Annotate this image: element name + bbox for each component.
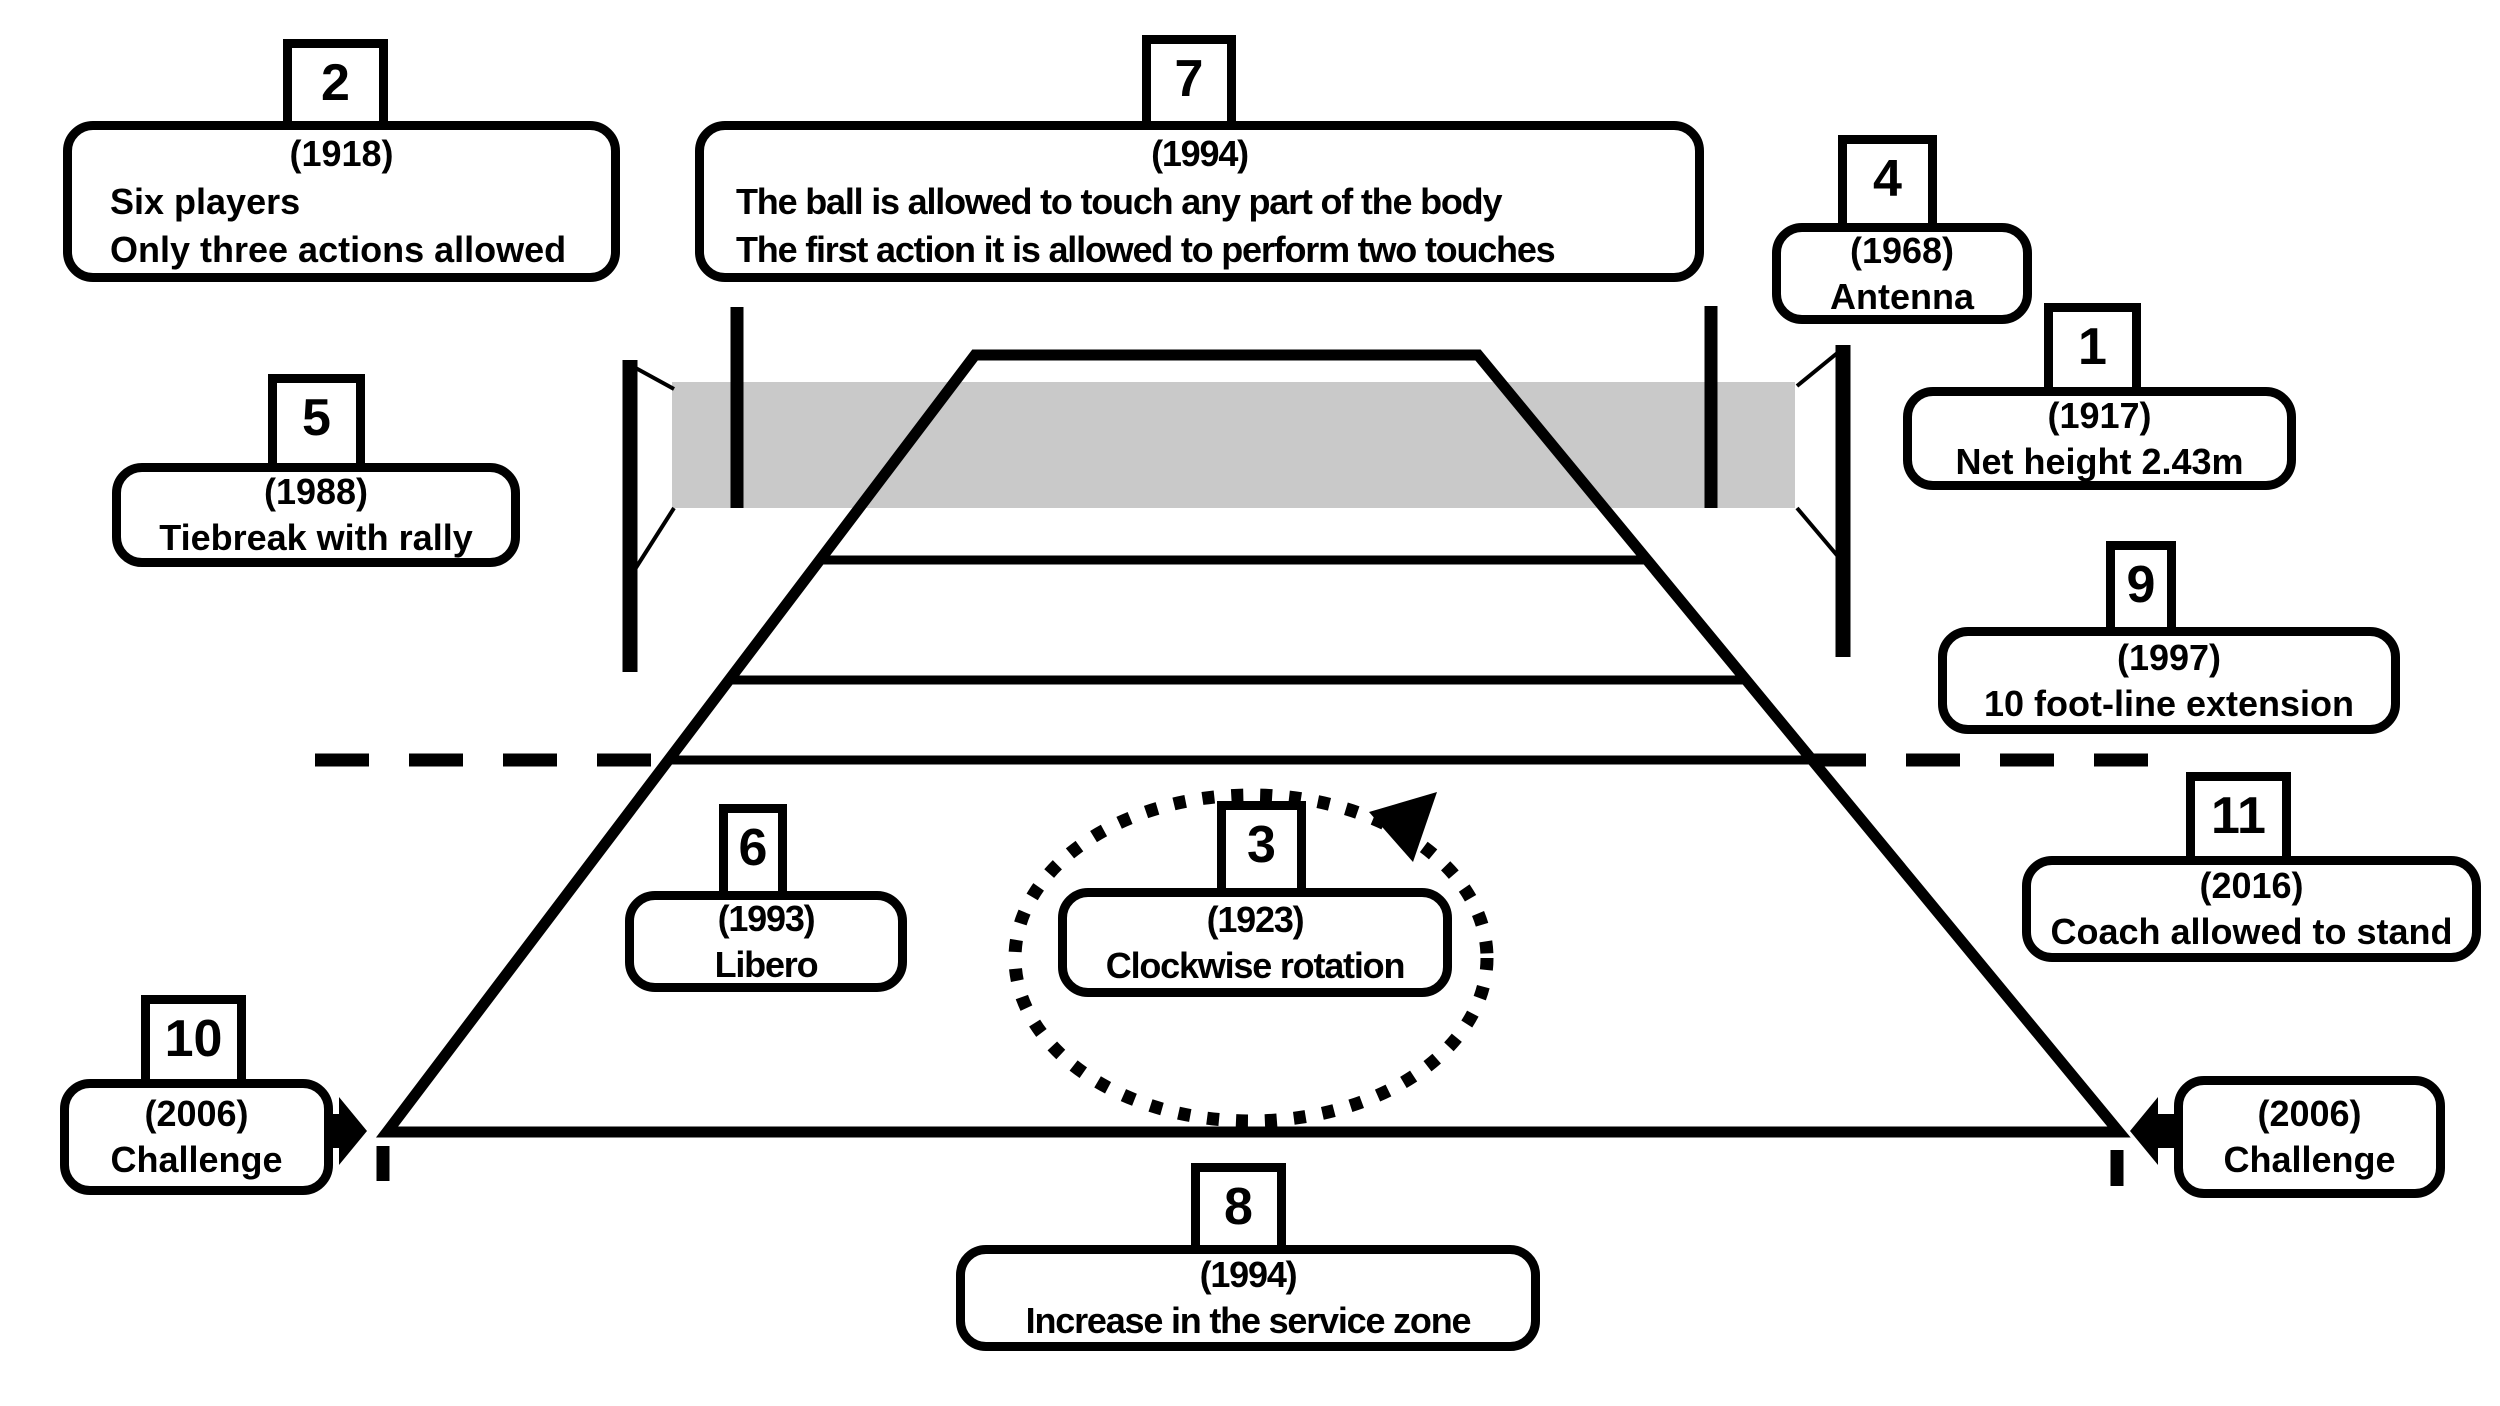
net-corner-line-bottom-left (630, 506, 676, 576)
rule-year: (1988) (263, 471, 369, 512)
rule-box-challenge-right: (2006) Challenge (2174, 1076, 2445, 1198)
rule-text: Increase in the service zone (1025, 1300, 1472, 1341)
rule-box-4: (1968) Antenna (1772, 223, 2032, 324)
rotation-arrowhead-icon (1369, 792, 1437, 862)
rule-tab-10: 10 (141, 995, 246, 1088)
rule-tab-1: 1 (2044, 303, 2141, 396)
rule-year: (2016) (2199, 865, 2304, 906)
rule-text: Challenge (2223, 1139, 2396, 1180)
rule-box-6: (1993) Libero (625, 891, 907, 992)
rule-number: 10 (164, 1010, 223, 1068)
rule-number: 8 (1224, 1178, 1253, 1236)
rule-text: Tiebreak with rally (159, 517, 473, 558)
rule-tab-3: 3 (1217, 801, 1306, 897)
rule-number: 1 (2078, 318, 2107, 376)
rule-tab-9: 9 (2106, 541, 2176, 636)
rule-tab-4: 4 (1838, 135, 1937, 232)
rotation-ellipse (1008, 788, 1494, 1128)
rule-year: (1923) (1206, 898, 1305, 940)
rule-year: (1917) (2047, 394, 2152, 436)
rule-tab-8: 8 (1191, 1163, 1286, 1254)
net-band (672, 382, 1795, 508)
rule-text: Challenge (110, 1139, 283, 1180)
rule-box-5: (1988) Tiebreak with rally (112, 463, 520, 567)
challenge-arrow-right-icon (323, 1097, 367, 1165)
rule-number: 2 (321, 54, 350, 112)
rule-tab-11: 11 (2186, 772, 2291, 865)
rule-text: Antenna (1830, 275, 1974, 317)
rule-number: 6 (738, 819, 768, 877)
rule-tab-2: 2 (283, 39, 388, 130)
rule-text: 10 foot-line extension (1983, 682, 2355, 724)
rule-text: Libero (714, 943, 819, 985)
rule-number: 11 (2211, 787, 2266, 845)
rule-number: 9 (2126, 556, 2156, 614)
net-corner-line-top-right (1795, 348, 1843, 388)
rule-year: (1994) (1199, 1254, 1298, 1295)
rule-text: Six players (110, 180, 301, 222)
rule-year: (1994) (1151, 132, 1249, 174)
rule-text: The first action it is allowed to perfor… (736, 228, 1556, 270)
rule-year: (1918) (289, 132, 394, 174)
rule-text: Coach allowed to stand (2050, 911, 2453, 952)
rule-tab-6: 6 (719, 804, 787, 900)
rule-year: (2006) (2257, 1093, 2362, 1134)
net-corner-line-bottom-right (1795, 506, 1843, 562)
rule-year: (2006) (144, 1093, 249, 1134)
rule-number: 3 (1247, 816, 1276, 874)
rule-box-8: (1994) Increase in the service zone (956, 1245, 1540, 1351)
rule-box-11: (2016) Coach allowed to stand (2022, 856, 2481, 962)
rule-tab-5: 5 (268, 374, 365, 472)
rule-box-7: (1994) The ball is allowed to touch any … (695, 121, 1704, 282)
rule-year: (1997) (2116, 636, 2222, 678)
rule-text: The ball is allowed to touch any part of… (736, 180, 1502, 222)
court-outline (375, 349, 2131, 1138)
rule-box-3: (1923) Clockwise rotation (1058, 888, 1452, 997)
challenge-arrow-left-icon (2130, 1097, 2174, 1165)
rule-tab-7: 7 (1142, 35, 1236, 130)
rule-year: (1968) (1849, 229, 1955, 271)
rule-year: (1993) (717, 897, 816, 939)
rule-number: 7 (1174, 50, 1204, 108)
rule-box-9: (1997) 10 foot-line extension (1938, 627, 2400, 734)
rule-text: Only three actions allowed (110, 228, 567, 270)
rule-text: Net height 2.43m (1955, 440, 2244, 482)
rule-box-1: (1917) Net height 2.43m (1903, 387, 2296, 490)
net-corner-line-top-left (631, 364, 675, 391)
rule-number: 5 (302, 389, 331, 447)
rule-text: Clockwise rotation (1105, 944, 1406, 986)
rule-box-10: (2006) Challenge (60, 1079, 333, 1195)
rule-box-2: (1918) Six players Only three actions al… (63, 121, 620, 282)
rule-number: 4 (1873, 150, 1902, 208)
